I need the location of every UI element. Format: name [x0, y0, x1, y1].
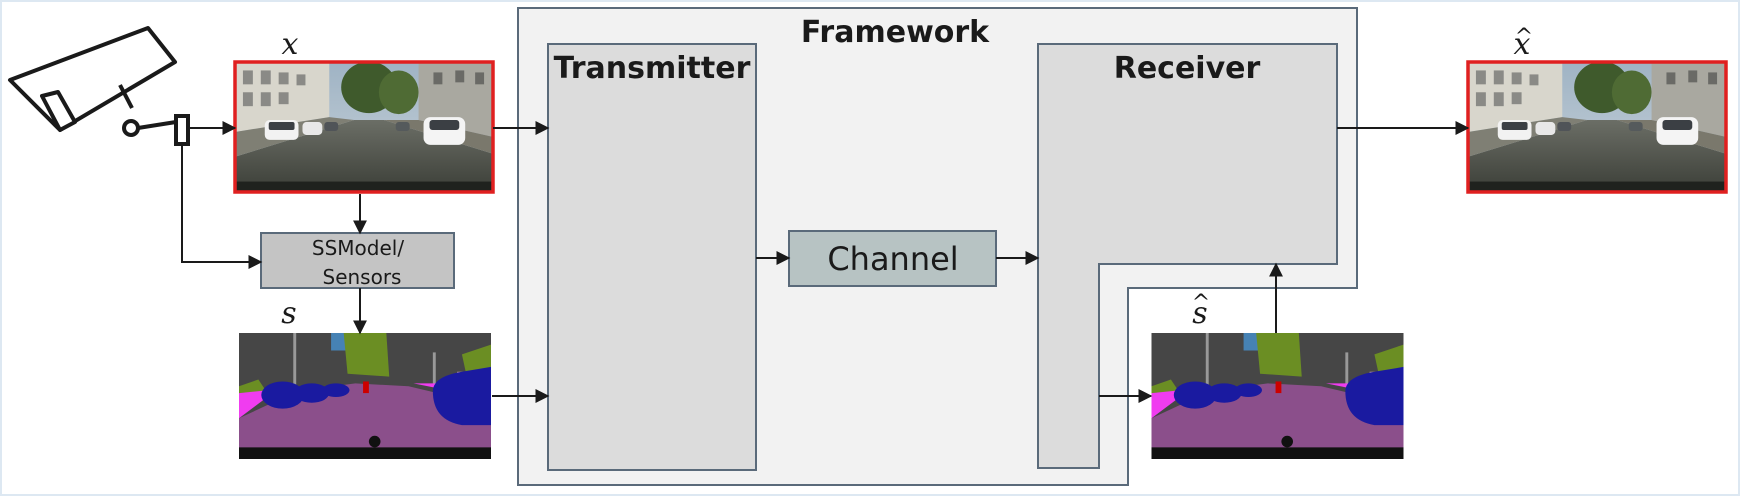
connector-arrows — [181, 121, 1470, 403]
surveillance-camera-icon — [8, 26, 190, 146]
hat-mark-x: ^ — [1515, 25, 1533, 50]
label-s-hat: s — [1192, 296, 1207, 331]
semantic-map-image — [239, 333, 491, 459]
ssmodel-label-line2: Sensors — [323, 265, 402, 289]
receiver-title: Receiver — [1114, 51, 1261, 86]
transmitter-title: Transmitter — [554, 51, 751, 86]
input-image — [233, 60, 495, 194]
receiver-block — [1037, 43, 1338, 469]
transmitter-block — [547, 43, 757, 471]
label-x-hat: x — [1514, 27, 1531, 62]
channel-block — [788, 230, 997, 287]
ssmodel-label-line1: SSModel/ — [312, 236, 404, 260]
semantic-map-output-image — [1152, 333, 1404, 459]
label-s: s — [281, 296, 296, 331]
hat-mark-s: ^ — [1192, 291, 1210, 316]
label-x: x — [282, 27, 299, 62]
channel-label: Channel — [827, 240, 958, 278]
framework-title: Framework — [801, 15, 990, 50]
output-image — [1466, 60, 1728, 194]
